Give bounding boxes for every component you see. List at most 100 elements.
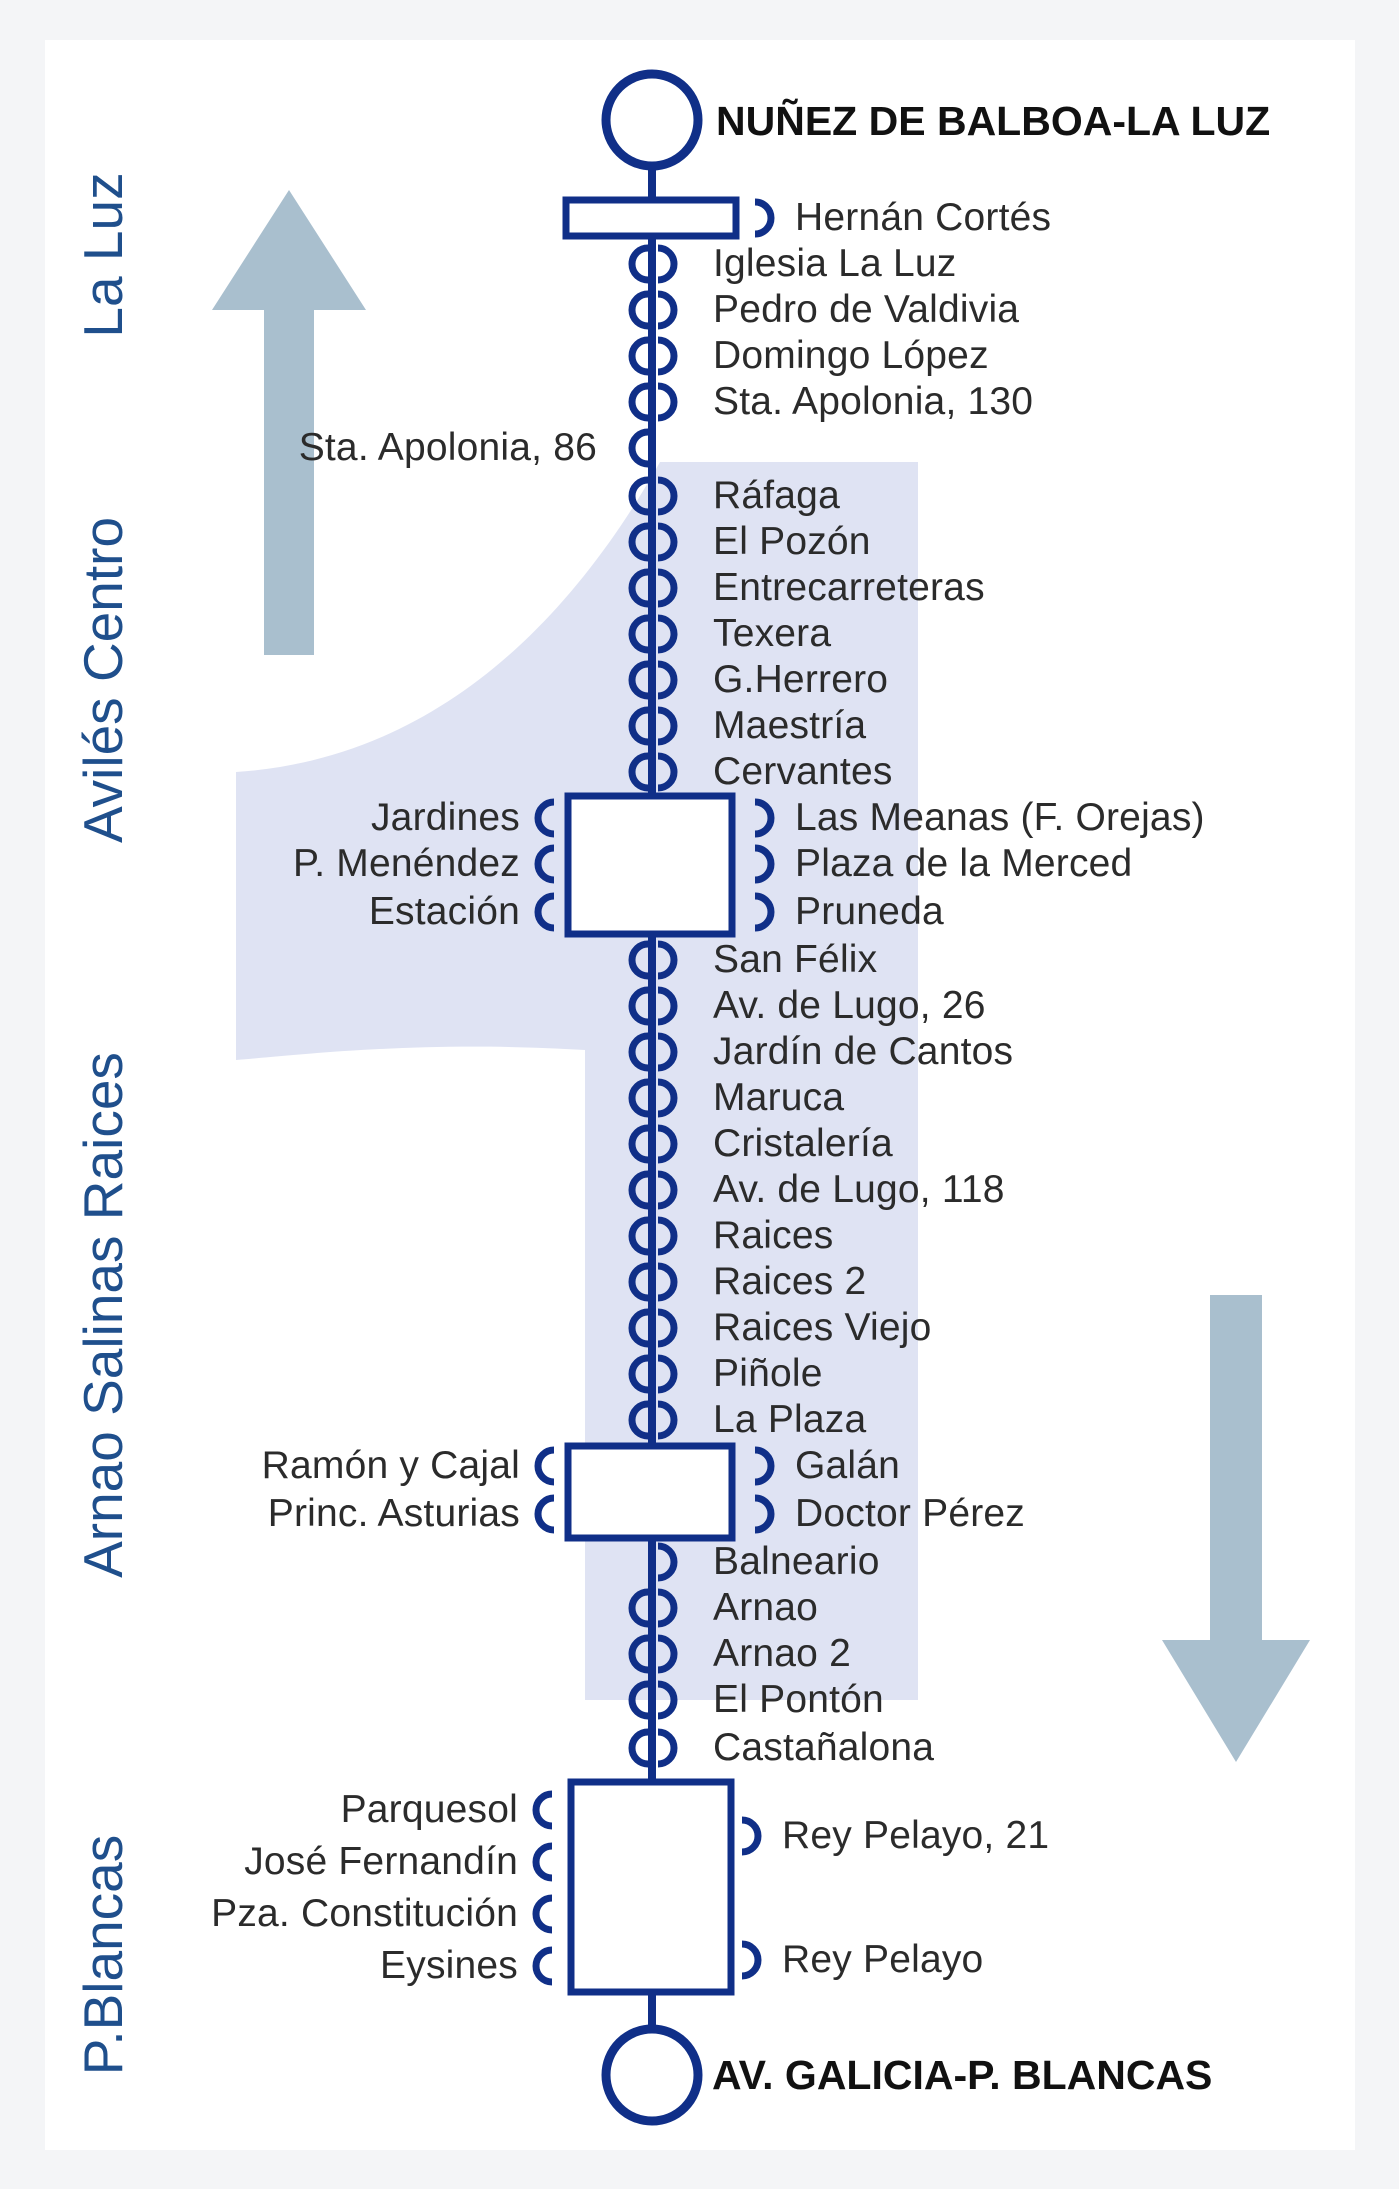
stop-marker-domingo-lopez-b [657, 336, 678, 376]
stop-marker-av-de-lugo-118-b [657, 1170, 678, 1210]
stop-label-el-pozon: El Pozón [713, 520, 871, 563]
stop-marker-jardin-de-cantos-a [628, 1032, 649, 1072]
zone-label-p-blancas: P.Blancas [72, 1834, 134, 2076]
stop-marker-rey-pelayo-21 [741, 1816, 762, 1856]
stop-marker-la-plaza-b [657, 1400, 678, 1440]
stop-label-pinole: Piñole [713, 1352, 823, 1395]
stop-label-arnao: Arnao [713, 1586, 819, 1629]
stop-markers [532, 198, 775, 1986]
stop-label-balneario: Balneario [713, 1540, 880, 1583]
terminus-south-icon [601, 2024, 703, 2126]
stop-marker-plaza-de-la-merced [754, 844, 775, 884]
stop-label-jardin-de-cantos: Jardín de Cantos [713, 1030, 1014, 1073]
stop-label-g-herrero: G.Herrero [713, 658, 889, 701]
stop-marker-el-ponton-a [628, 1680, 649, 1720]
stop-marker-estacion [534, 892, 555, 932]
stop-marker-raices-viejo-b [657, 1308, 678, 1348]
interchange-boxes [562, 196, 740, 1996]
stop-marker-eysines [532, 1946, 553, 1986]
stop-label-las-meanas-f-orejas: Las Meanas (F. Orejas) [795, 796, 1205, 839]
stop-marker-av-de-lugo-118-a [628, 1170, 649, 1210]
stop-label-estacion: Estación [368, 890, 520, 933]
stop-marker-g-herrero-a [628, 660, 649, 700]
stop-marker-arnao-b [657, 1588, 678, 1628]
stop-marker-pedro-de-valdivia-b [657, 290, 678, 330]
stop-label-sta-apolonia-130: Sta. Apolonia, 130 [713, 380, 1034, 423]
stop-label-cervantes: Cervantes [713, 750, 893, 793]
stop-label-iglesia-la-luz: Iglesia La Luz [713, 242, 957, 285]
terminus-south-label: AV. GALICIA-P. BLANCAS [712, 2052, 1213, 2098]
stop-marker-sta-apolonia-130-a [628, 382, 649, 422]
stop-label-hernan-cortes: Hernán Cortés [795, 196, 1052, 239]
stop-marker-castanalona-b [657, 1728, 678, 1768]
zone-label-arnao-salinas-raices: Arnao Salinas Raices [72, 1052, 134, 1578]
stop-label-av-de-lugo-118: Av. de Lugo, 118 [713, 1168, 1005, 1211]
stop-marker-iglesia-la-luz-a [628, 244, 649, 284]
stop-marker-rafaga-b [657, 476, 678, 516]
stop-label-san-felix: San Félix [713, 938, 878, 981]
stop-label-rafaga: Ráfaga [713, 474, 840, 517]
stop-label-maruca: Maruca [713, 1076, 845, 1119]
stop-marker-jardines [534, 798, 555, 838]
stop-label-castanalona: Castañalona [713, 1726, 935, 1769]
stop-marker-cristaleria-a [628, 1124, 649, 1164]
stop-label-jardines: Jardines [370, 796, 520, 839]
stop-marker-las-meanas-f-orejas [754, 798, 775, 838]
stop-marker-raices-b [657, 1216, 678, 1256]
stop-label-doctor-perez: Doctor Pérez [795, 1492, 1025, 1535]
stop-marker-arnao-2-b [657, 1634, 678, 1674]
stop-marker-iglesia-la-luz-b [657, 244, 678, 284]
stop-marker-sta-apolonia-130-b [657, 382, 678, 422]
stop-marker-parquesol [532, 1790, 553, 1830]
interchange-box-hernan-cortes [562, 196, 740, 240]
interchange-box-aviles-centro [564, 792, 736, 938]
stop-label-texera: Texera [713, 612, 832, 655]
southbound-arrow-icon [1162, 1295, 1310, 1762]
stop-marker-cervantes-b [657, 752, 678, 792]
stop-marker-rey-pelayo [741, 1940, 762, 1980]
stop-label-arnao-2: Arnao 2 [713, 1632, 851, 1675]
stop-marker-pza-constitucion [532, 1894, 553, 1934]
stop-label-domingo-lopez: Domingo López [713, 334, 989, 377]
stop-label-parquesol: Parquesol [340, 1788, 518, 1831]
stop-label-cristaleria: Cristalería [713, 1122, 893, 1165]
stop-marker-san-felix-a [628, 940, 649, 980]
stop-label-eysines: Eysines [380, 1944, 518, 1987]
stop-marker-ramon-y-cajal [534, 1446, 555, 1486]
stop-marker-san-felix-b [657, 940, 678, 980]
stop-label-pruneda: Pruneda [795, 890, 944, 933]
stop-label-raices: Raices [713, 1214, 834, 1257]
stop-marker-pruneda [754, 892, 775, 932]
stop-marker-la-plaza-a [628, 1400, 649, 1440]
stop-marker-maruca-a [628, 1078, 649, 1118]
stop-marker-sta-apolonia-86 [628, 428, 649, 468]
interchange-box-p-blancas [567, 1778, 735, 1996]
stop-label-princ-asturias: Princ. Asturias [267, 1492, 520, 1535]
stop-marker-jardin-de-cantos-b [657, 1032, 678, 1072]
terminus-north-label: NUÑEZ DE BALBOA-LA LUZ [716, 98, 1271, 144]
stop-label-rey-pelayo: Rey Pelayo [782, 1938, 984, 1981]
northbound-arrow-icon [212, 190, 366, 655]
stop-marker-entrecarreteras-a [628, 568, 649, 608]
stop-marker-hernan-cortes [754, 198, 775, 238]
stop-label-plaza-de-la-merced: Plaza de la Merced [795, 842, 1133, 885]
stop-label-raices-viejo: Raices Viejo [713, 1306, 932, 1349]
stop-marker-p-menendez [534, 844, 555, 884]
stop-marker-pinole-a [628, 1354, 649, 1394]
stop-label-rey-pelayo-21: Rey Pelayo, 21 [782, 1814, 1050, 1857]
stop-marker-maestria-a [628, 706, 649, 746]
stop-marker-domingo-lopez-a [628, 336, 649, 376]
stop-marker-balneario [657, 1542, 678, 1582]
stop-marker-arnao-a [628, 1588, 649, 1628]
stop-marker-pinole-b [657, 1354, 678, 1394]
stop-marker-maruca-b [657, 1078, 678, 1118]
stop-marker-el-pozon-a [628, 522, 649, 562]
stop-marker-av-de-lugo-26-a [628, 986, 649, 1026]
stop-marker-doctor-perez [754, 1494, 775, 1534]
stop-marker-raices-2-a [628, 1262, 649, 1302]
stop-label-sta-apolonia-86: Sta. Apolonia, 86 [298, 426, 597, 469]
stop-label-la-plaza: La Plaza [713, 1398, 867, 1441]
stop-marker-el-ponton-b [657, 1680, 678, 1720]
